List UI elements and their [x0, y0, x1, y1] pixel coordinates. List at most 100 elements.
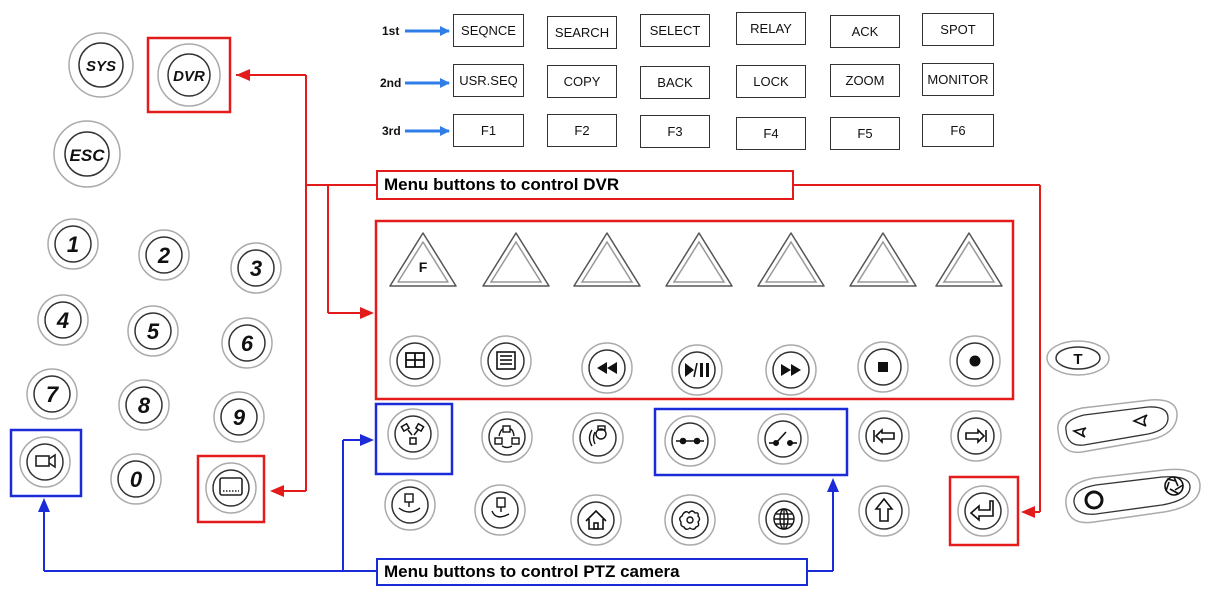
num-key-0[interactable]: 0: [110, 453, 162, 505]
iris-rocker-key[interactable]: [1065, 468, 1201, 524]
focus-near-far-icon: [1071, 414, 1148, 438]
key-relay[interactable]: RELAY: [736, 12, 806, 45]
num-key-6[interactable]: 6: [221, 317, 273, 369]
preset-key[interactable]: [387, 408, 439, 460]
home-icon: [585, 509, 607, 530]
key-spot[interactable]: SPOT: [922, 13, 994, 46]
key-monitor[interactable]: MONITOR: [922, 63, 994, 96]
num-key-3[interactable]: 3: [230, 242, 282, 294]
key-ack[interactable]: ACK: [830, 15, 900, 48]
globe-key[interactable]: [758, 493, 810, 545]
svg-text:4: 4: [56, 308, 69, 333]
sys-key[interactable]: SYS: [68, 32, 134, 98]
stop-key[interactable]: [857, 341, 909, 393]
key-f2[interactable]: F2: [547, 114, 617, 147]
key-lock[interactable]: LOCK: [736, 65, 806, 98]
svg-text:7: 7: [46, 382, 60, 407]
num-key-4[interactable]: 4: [37, 294, 89, 346]
up-arrow-icon: [874, 497, 894, 522]
preset-key-highlight: [374, 402, 454, 476]
dvr-key-label: DVR: [173, 68, 205, 85]
tilt-icon: [398, 493, 421, 513]
ptz-connectors: [43, 439, 834, 572]
num-key-1[interactable]: 1: [47, 218, 99, 270]
swing-key[interactable]: [572, 412, 624, 464]
svg-text:8: 8: [138, 393, 151, 418]
auxiliary-off-key[interactable]: [664, 415, 716, 467]
play-pause-key[interactable]: [671, 344, 723, 396]
triangle-key-2[interactable]: [482, 232, 550, 287]
number-pad: 1 2 3 4 5 6 7 8 9 0: [26, 218, 282, 505]
focus-rocker-key[interactable]: [1057, 399, 1178, 454]
tilt-key[interactable]: [384, 479, 436, 531]
key-f6[interactable]: F6: [922, 114, 994, 147]
arrowhead-auxiliary-keys: [827, 478, 839, 492]
pattern-key[interactable]: [481, 411, 533, 463]
stop-icon: [878, 362, 888, 372]
num-key-8[interactable]: 8: [118, 379, 170, 431]
multi-screen-key[interactable]: [389, 335, 441, 387]
key-back[interactable]: BACK: [640, 66, 710, 99]
home-key[interactable]: [570, 494, 622, 546]
key-f4[interactable]: F4: [736, 117, 806, 150]
dvr-key-highlight: [146, 36, 232, 114]
swing-icon: [588, 425, 607, 447]
svg-text:9: 9: [233, 405, 246, 430]
num-key-7[interactable]: 7: [26, 368, 78, 420]
ptz-keys-row1: [387, 408, 1002, 467]
key-seqnce[interactable]: SEQNCE: [453, 14, 524, 47]
key-select[interactable]: SELECT: [640, 14, 710, 47]
list-menu-key[interactable]: [480, 335, 532, 387]
key-zoom[interactable]: ZOOM: [830, 64, 900, 97]
group-tour-key[interactable]: [474, 484, 526, 536]
svg-text:6: 6: [241, 331, 254, 356]
key-copy[interactable]: COPY: [547, 65, 617, 98]
back-arrow-key[interactable]: [858, 410, 910, 462]
dvr-panel-highlight: [374, 219, 1015, 401]
monitor-screen-icon: [219, 477, 243, 496]
rewind-key[interactable]: [581, 342, 633, 394]
list-menu-icon: [496, 351, 516, 370]
esc-key[interactable]: ESC: [53, 120, 121, 188]
key-f3[interactable]: F3: [640, 115, 710, 148]
num-key-5[interactable]: 5: [127, 305, 179, 357]
fast-forward-key[interactable]: [765, 344, 817, 396]
key-usr-seq[interactable]: USR.SEQ: [453, 64, 524, 97]
triangle-key-3[interactable]: [573, 232, 641, 287]
row-label-3rd: 3rd: [382, 124, 401, 138]
triangle-key-f[interactable]: F: [389, 232, 457, 287]
row-label-1st: 1st: [382, 24, 400, 38]
esc-key-label: ESC: [70, 146, 106, 165]
monitor-key[interactable]: [205, 462, 257, 514]
up-arrow-key[interactable]: [858, 485, 910, 537]
group-tour-icon: [491, 497, 510, 518]
enter-key[interactable]: [957, 485, 1009, 537]
num-key-2[interactable]: 2: [138, 229, 190, 281]
key-f1[interactable]: F1: [453, 114, 524, 147]
rewind-icon: [597, 362, 617, 374]
sys-key-label: SYS: [86, 58, 116, 75]
camera-key-highlight: [9, 428, 83, 498]
camera-key[interactable]: [19, 436, 71, 488]
auxiliary-on-key[interactable]: [757, 413, 809, 465]
enter-key-highlight: [948, 475, 1020, 547]
key-search[interactable]: SEARCH: [547, 16, 617, 49]
fast-forward-icon: [781, 364, 801, 376]
dvr-key[interactable]: DVR: [157, 43, 221, 107]
setup-gear-key[interactable]: [664, 494, 716, 546]
playback-keys: [389, 335, 1001, 396]
record-key[interactable]: [949, 335, 1001, 387]
arrowhead-camera-key: [38, 498, 50, 512]
back-arrow-icon: [873, 428, 895, 444]
t-key[interactable]: T: [1046, 340, 1110, 376]
triangle-key-4[interactable]: [665, 232, 733, 287]
forward-arrow-key[interactable]: [950, 410, 1002, 462]
triangle-key-5[interactable]: [757, 232, 825, 287]
key-f5[interactable]: F5: [830, 117, 900, 150]
num-key-9[interactable]: 9: [213, 391, 265, 443]
triangle-key-7[interactable]: [935, 232, 1003, 287]
triangle-key-6[interactable]: [849, 232, 917, 287]
enter-icon: [969, 500, 994, 522]
arrowhead-monitor-key: [270, 485, 284, 497]
